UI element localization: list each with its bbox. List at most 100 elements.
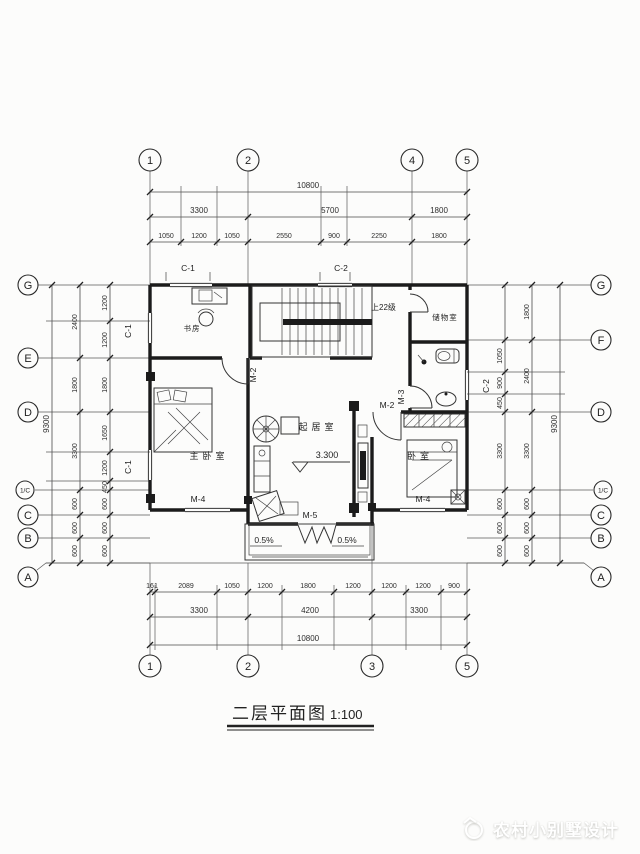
window-label-c1: C-1 bbox=[123, 324, 133, 338]
axis-bubble-A-r: A bbox=[597, 572, 605, 584]
dim-bottom-mid: 4200 bbox=[301, 606, 319, 615]
stair-note: 上22级 bbox=[371, 302, 396, 312]
axis-lines bbox=[35, 171, 594, 655]
dim-left-inner: 1650 bbox=[102, 425, 109, 441]
drawing-title: 二层平面图 1:100 bbox=[227, 704, 374, 731]
slope-right: 0.5% bbox=[337, 535, 357, 545]
axis-bubble-D-r: D bbox=[597, 407, 605, 419]
stair: 上22级 bbox=[251, 285, 396, 358]
dim-left-inner: 1200 bbox=[102, 460, 109, 476]
room-label-study: 书房 bbox=[184, 323, 201, 333]
window-label-c2: C-2 bbox=[481, 379, 491, 393]
axis-bubble-5: 5 bbox=[464, 155, 470, 167]
axis-bubble-B: B bbox=[24, 533, 31, 545]
dim-left-inner: 1200 bbox=[102, 332, 109, 348]
windows bbox=[147, 272, 470, 513]
dim-right-inner: 3300 bbox=[497, 443, 504, 459]
bottom-dimensions: 161 2089 1050 1200 1800 1200 1200 1200 9… bbox=[146, 583, 460, 643]
dim-right-inner: 600 bbox=[497, 522, 504, 534]
dim-left-inner: 600 bbox=[102, 498, 109, 510]
title-scale: 1:100 bbox=[330, 707, 363, 722]
dim-bottom-inner: 1800 bbox=[300, 583, 316, 590]
axis-bubble-5b: 5 bbox=[464, 661, 470, 673]
axis-bubble-E: E bbox=[24, 353, 31, 365]
dim-bottom-inner: 1050 bbox=[224, 583, 240, 590]
door-tag-m2-right: M-2 bbox=[380, 400, 395, 410]
dimension-lines bbox=[46, 186, 565, 650]
room-label-bedroom: 卧室 bbox=[407, 450, 433, 461]
dim-bottom-total: 10800 bbox=[297, 634, 320, 643]
dim-right-mid: 1800 bbox=[524, 304, 531, 320]
title-text: 二层平面图 bbox=[232, 704, 327, 723]
dim-top-inner: 900 bbox=[328, 233, 340, 240]
watermark: 农村小别墅设计 bbox=[460, 810, 636, 846]
wardrobe bbox=[403, 413, 466, 428]
master-bed bbox=[153, 387, 213, 453]
tv-cabinet bbox=[357, 424, 369, 503]
level-marker: 3.300 bbox=[291, 450, 350, 473]
axis-bubble-D: D bbox=[24, 407, 32, 419]
dim-bottom-inner: 161 bbox=[146, 583, 158, 590]
bathroom-fixtures bbox=[417, 348, 460, 407]
axis-bubble-2b: 2 bbox=[245, 661, 251, 673]
m5-folding-door bbox=[297, 524, 337, 545]
axis-bubble-4: 4 bbox=[409, 155, 415, 167]
dim-right-mid: 2400 bbox=[524, 368, 531, 384]
axis-bubble-G-r: G bbox=[597, 280, 606, 292]
dim-left-mid: 600 bbox=[72, 498, 79, 510]
axis-bubble-F-r: F bbox=[598, 335, 605, 347]
dim-top-total: 10800 bbox=[297, 181, 320, 190]
balcony bbox=[244, 523, 375, 561]
dim-left-mid: 1800 bbox=[72, 377, 79, 393]
axis-bubble-B-r: B bbox=[597, 533, 604, 545]
dim-right-inner: 600 bbox=[497, 498, 504, 510]
dim-left-mid: 2400 bbox=[72, 314, 79, 330]
bedroom-furniture bbox=[403, 413, 466, 505]
dim-right-mid: 3300 bbox=[524, 443, 531, 459]
door-m2-left bbox=[221, 357, 249, 385]
dimension-ticks bbox=[48, 188, 564, 649]
opening-tags: C-1 C-2 M-2 M-2 M-3 M-4 M-4 M-5 bbox=[181, 263, 430, 520]
dim-top-mid: 5700 bbox=[321, 206, 339, 215]
dim-left-outer: 9300 bbox=[42, 415, 51, 433]
dim-right-inner: 450 bbox=[497, 397, 504, 409]
dim-bottom-inner: 1200 bbox=[257, 583, 273, 590]
axis-bubble-A: A bbox=[24, 572, 32, 584]
door-m2-right bbox=[372, 411, 402, 441]
dim-left-inner: 1800 bbox=[102, 377, 109, 393]
dim-top-inner: 1050 bbox=[158, 233, 174, 240]
dim-top-inner: 1800 bbox=[431, 233, 447, 240]
axis-bubble-1: 1 bbox=[147, 155, 153, 167]
dim-bottom-inner: 1200 bbox=[415, 583, 431, 590]
dim-top-inner: 1200 bbox=[191, 233, 207, 240]
living-furniture bbox=[251, 415, 300, 523]
study-furniture bbox=[191, 287, 228, 327]
window-tag-c2-top: C-2 bbox=[334, 263, 348, 273]
dim-left-mid: 600 bbox=[72, 522, 79, 534]
dim-top-inner: 2250 bbox=[371, 233, 387, 240]
dim-bottom-inner: 1200 bbox=[381, 583, 397, 590]
axis-bubble-1C: 1/C bbox=[20, 488, 30, 495]
dim-right-mid: 600 bbox=[524, 545, 531, 557]
axis-bubble-3b: 3 bbox=[369, 661, 375, 673]
door-tag-m4-left: M-4 bbox=[191, 494, 206, 504]
door-tag-m4-right: M-4 bbox=[416, 494, 431, 504]
dim-right-inner: 900 bbox=[497, 377, 504, 389]
door-m3 bbox=[409, 385, 433, 409]
axis-bubble-1b: 1 bbox=[147, 661, 153, 673]
door-tag-m3: M-3 bbox=[396, 389, 406, 404]
window-tag-c1-top: C-1 bbox=[181, 263, 195, 273]
axis-bubble-C: C bbox=[24, 510, 32, 522]
room-labels: 书房 储物室 主卧室 起居室 卧室 bbox=[184, 312, 458, 461]
grid-bubbles: 1 2 4 5 1 2 3 5 G E D 1/C C B A G F D 1/… bbox=[15, 148, 613, 678]
axis-bubble-1C-r: 1/C bbox=[598, 488, 608, 495]
room-label-storage: 储物室 bbox=[432, 312, 458, 322]
watermark-logo-icon bbox=[463, 816, 483, 839]
dim-left-inner: 600 bbox=[102, 545, 109, 557]
watermark-text: 农村小别墅设计 bbox=[493, 820, 619, 840]
room-label-living: 起居室 bbox=[298, 421, 337, 432]
dim-top-mid: 3300 bbox=[190, 206, 208, 215]
dim-left-mid: 3300 bbox=[72, 443, 79, 459]
